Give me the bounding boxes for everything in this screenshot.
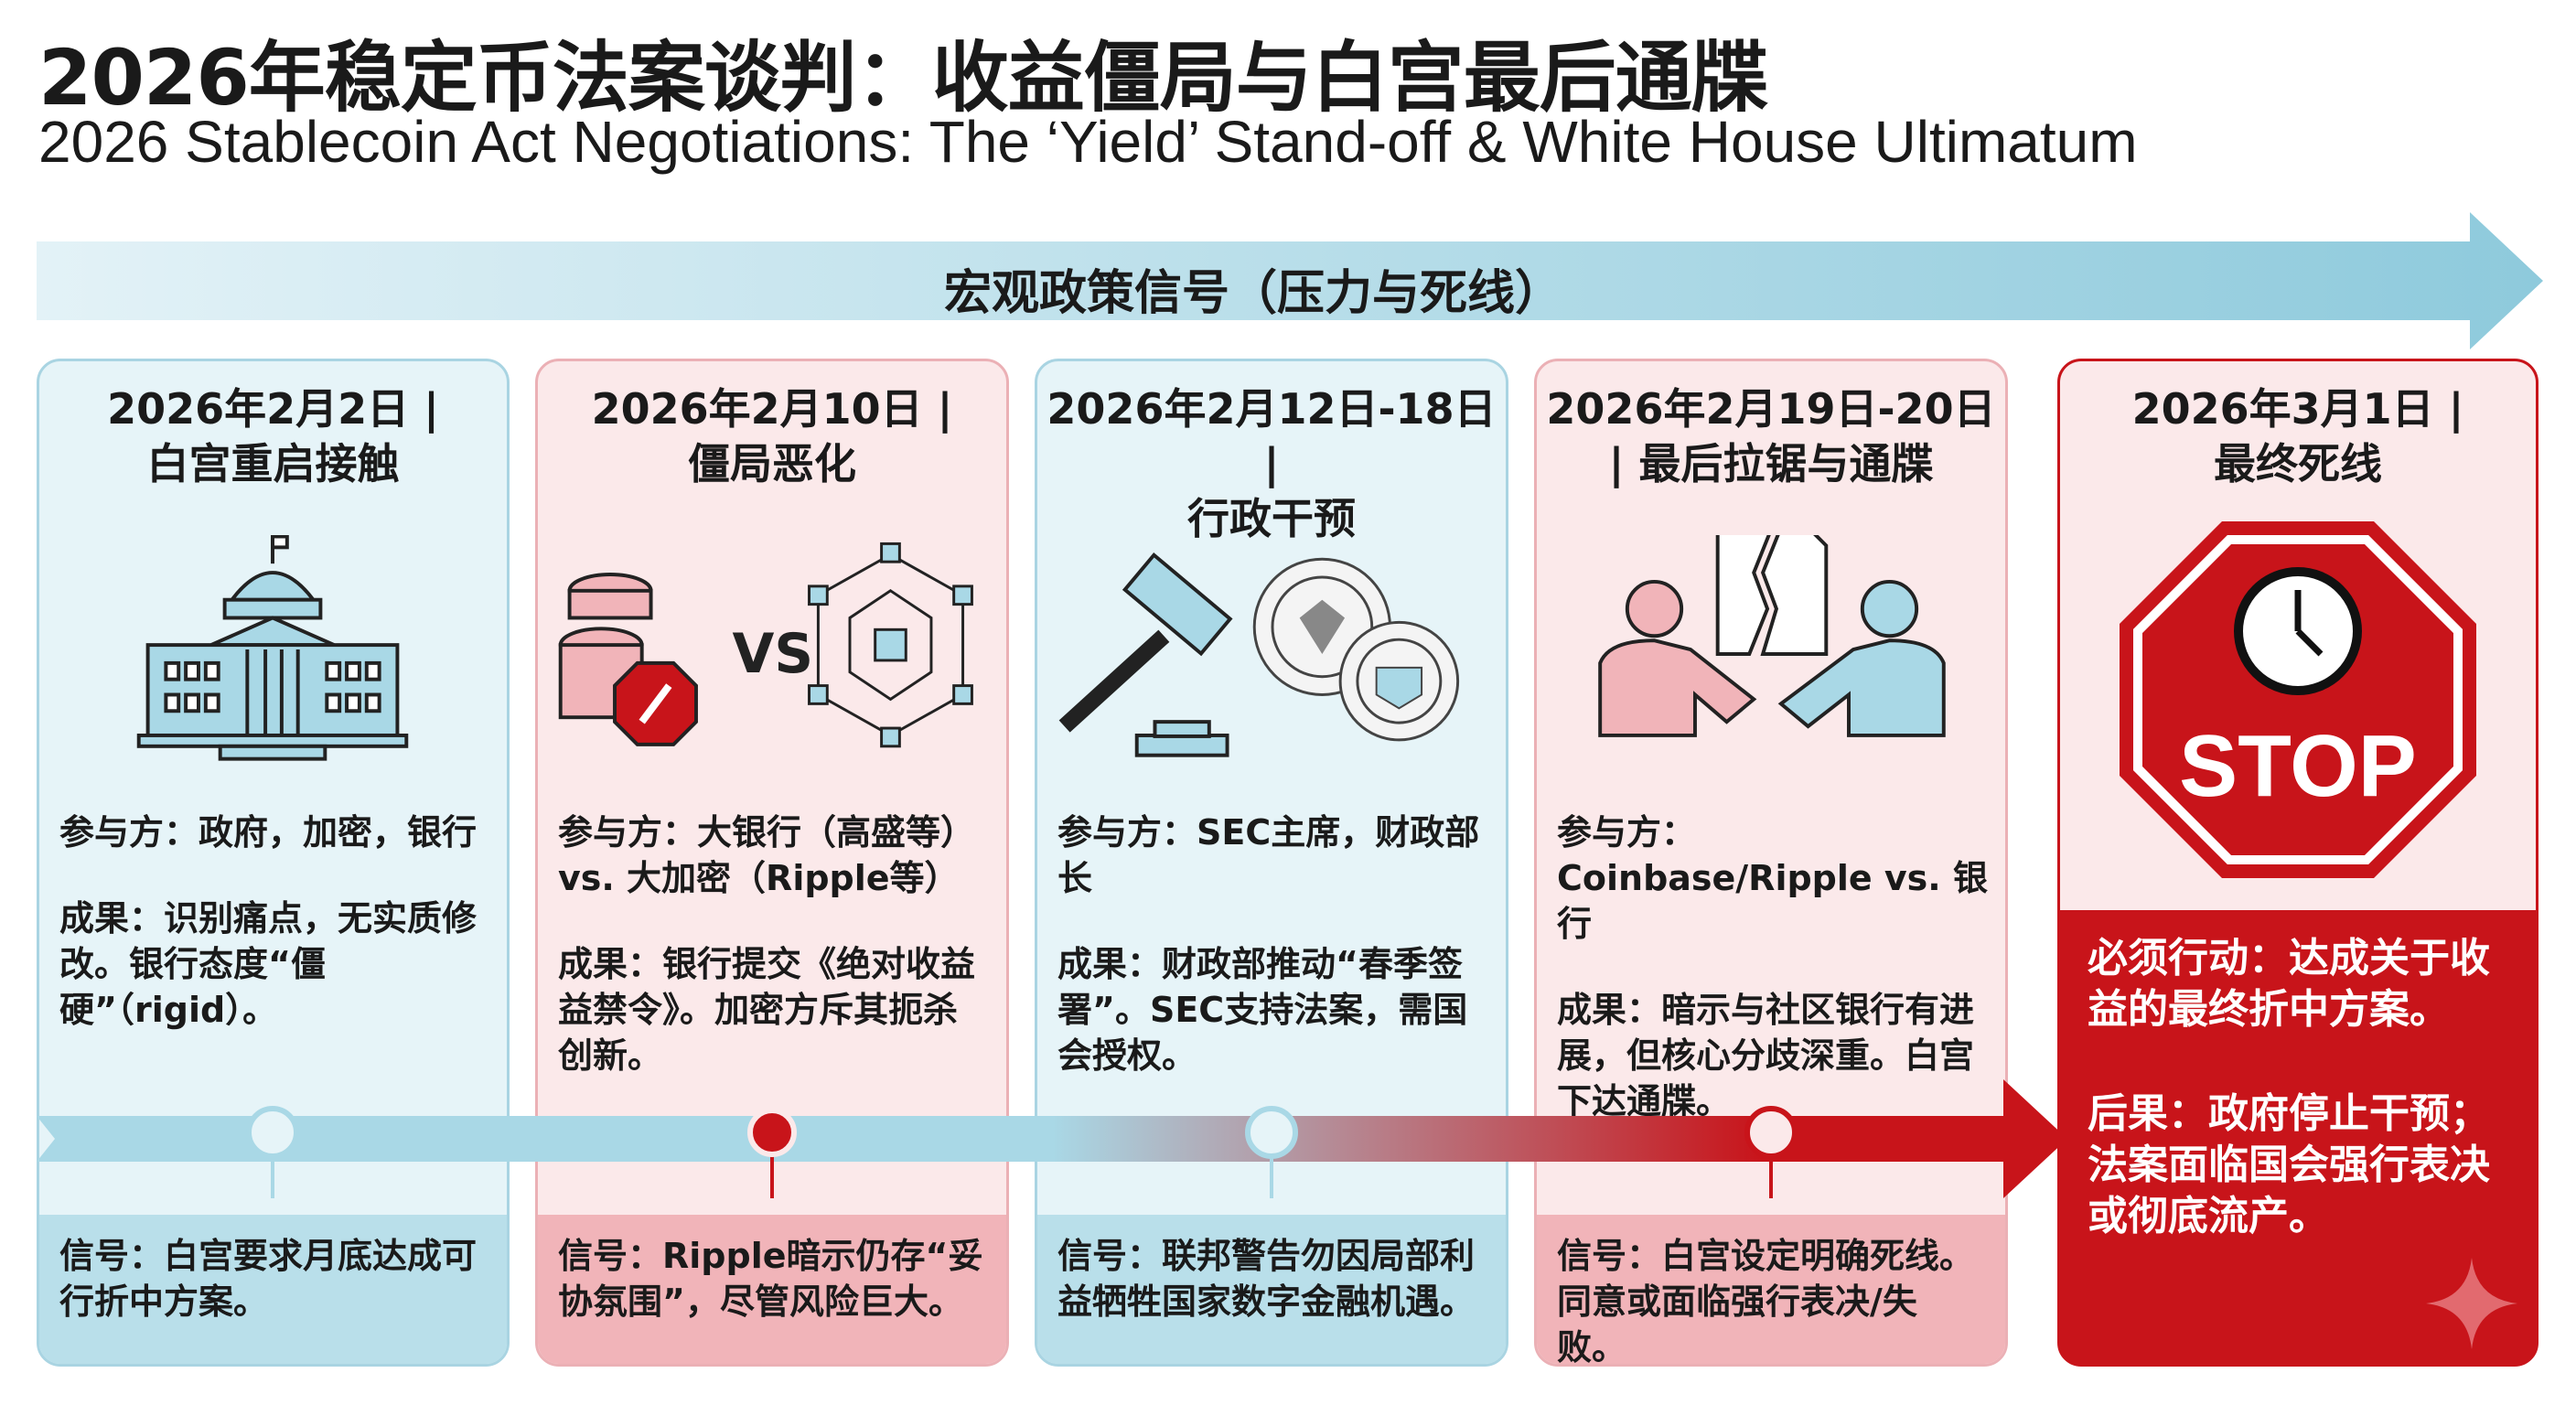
final-action: 必须行动：达成关于收益的最终折中方案。	[2088, 935, 2490, 1033]
card-parties: 参与方：政府，加密，银行	[59, 812, 478, 853]
card-signal: 信号：白宫要求月底达成可行折中方案。	[39, 1215, 507, 1364]
timeline-marker	[1245, 1106, 1298, 1159]
card-signal: 信号：Ripple暗示仍存“妥协氛围”，尽管风险巨大。	[538, 1215, 1006, 1364]
banner-arrow	[37, 212, 2543, 349]
card-date: 2026年2月12日-18日 |	[1046, 384, 1497, 488]
timeline-markers	[246, 1106, 1798, 1198]
card-date: 2026年3月1日 |	[2131, 384, 2464, 434]
card-signal: 信号：白宫设定明确死线。同意或面临强行表决/失败。	[1537, 1215, 2005, 1364]
timeline-card-2: 2026年2月10日 | 僵局恶化 VS 参与方：大银行（高盛等）vs. 大加密（…	[535, 359, 1009, 1367]
card-event: 白宫重启接触	[146, 439, 400, 488]
final-consequence: 后果：政府停止干预；法案面临国会强行表决或彻底流产。	[2088, 1090, 2490, 1239]
sparkle-icon	[2426, 1258, 2517, 1349]
timeline-card-1: 2026年2月2日 | 白宫重启接触 参与方：政府，加密，银行成果：识别痛点，无实…	[37, 359, 510, 1367]
card-date: 2026年2月19日-20日	[1546, 384, 1996, 434]
timeline-marker	[1744, 1106, 1798, 1159]
card-event: 行政干预	[1187, 494, 1356, 543]
banner-label: 宏观政策信号（压力与死线）	[943, 266, 1562, 321]
card-result: 成果：银行提交《绝对收益益禁令》。加密方斥其扼杀创新。	[558, 944, 976, 1076]
timeline-marker	[246, 1106, 299, 1159]
stop-sign-clock-icon: STOP	[2120, 521, 2476, 878]
card-event: | 最后拉锯与通牒	[1608, 439, 1934, 488]
card-event: 最终死线	[2214, 439, 2382, 488]
card-result: 成果：识别痛点，无实质修改。银行态度“僵硬”（rigid）。	[59, 898, 478, 1030]
timeline-arrow	[37, 1079, 2067, 1198]
card-date: 2026年2月10日 |	[591, 384, 953, 434]
card-signal: 信号：联邦警告勿因局部利益牺牲国家数字金融机遇。	[1037, 1215, 1506, 1364]
card-parties: 参与方：大银行（高盛等）vs. 大加密（Ripple等）	[558, 812, 976, 898]
coins-vs-blockchain-icon: VS	[558, 542, 973, 748]
gavel-and-seals-icon	[1058, 552, 1460, 757]
vs-label: VS	[733, 622, 814, 685]
stop-label: STOP	[2179, 717, 2417, 815]
timeline-marker	[747, 1108, 797, 1157]
card-date: 2026年2月2日 |	[107, 384, 439, 434]
card-parties: 参与方：SEC主席，财政部长	[1057, 812, 1480, 898]
card-result: 成果：财政部推动“春季签署”。SEC支持法案，需国会授权。	[1057, 944, 1468, 1076]
title-en: 2026 Stablecoin Act Negotiations: The ‘Y…	[38, 109, 2138, 175]
timeline-card-3: 2026年2月12日-18日 | 行政干预 参与方：SEC主席，财政部长成果：财政…	[1035, 359, 1508, 1367]
card-result: 成果：暗示与社区银行有进展，但核心分歧深重。白宫下达通牒。	[1557, 990, 1975, 1121]
capitol-building-icon	[136, 535, 409, 761]
title-zh: 2026年稳定币法案谈判：收益僵局与白宫最后通牒	[38, 33, 1768, 123]
card-event: 僵局恶化	[688, 439, 856, 488]
card-parties: 参与方：Coinbase/Ripple vs. 银行	[1557, 812, 1988, 944]
handshake-torn-document-icon	[1598, 535, 1946, 737]
timeline-card-4: 2026年2月19日-20日 | 最后拉锯与通牒 参与方：Coinbase/Rip…	[1534, 359, 2008, 1367]
final-deadline-card: 2026年3月1日 | 最终死线 STOP 必须行动：达成关于收益的最终折中方案。…	[2057, 359, 2538, 1367]
